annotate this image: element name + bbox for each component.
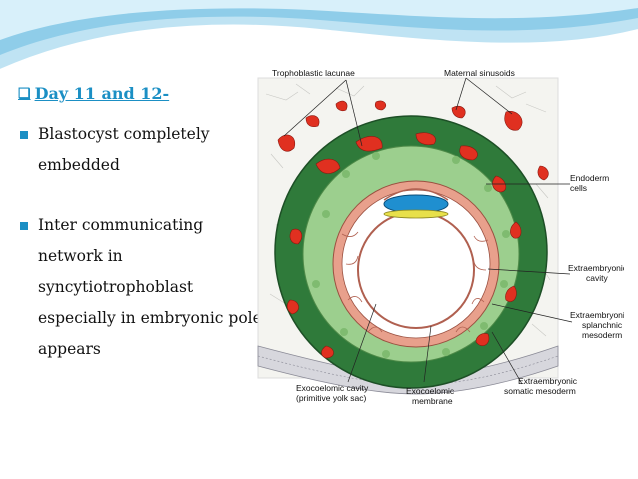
trophoblastic-lacunae xyxy=(286,132,522,359)
label-exocoelomic-cavity: Exocoelomic cavity xyxy=(296,383,369,393)
label-extraembryonic-cavity-2: cavity xyxy=(586,273,608,283)
label-leader-lines xyxy=(283,77,573,385)
bullet-text: Inter communicating network in syncytiot… xyxy=(38,216,262,358)
slide-text-column: ❑ Day 11 and 12- Blastocyst completely e… xyxy=(18,84,263,394)
heading-text: Day 11 and 12- xyxy=(34,84,170,103)
heading-bullet-icon: ❑ xyxy=(18,85,31,102)
label-exocoelomic-membrane: Exocoelomic xyxy=(406,386,455,396)
label-primitive-yolk-sac: (primitive yolk sac) xyxy=(296,393,367,403)
slide-heading: ❑ Day 11 and 12- xyxy=(18,84,263,103)
blastocyst-diagram: Trophoblastic lacunae Maternal sinusoids… xyxy=(257,68,624,406)
label-somatic-mesoderm: Extraembryonic xyxy=(518,376,578,386)
square-bullet-icon xyxy=(20,222,28,230)
label-splanchnic-mesoderm-3: mesoderm xyxy=(582,330,622,340)
header-wave-decoration xyxy=(0,0,638,71)
mesoderm-strands xyxy=(341,231,489,333)
amniotic-membrane xyxy=(383,188,449,201)
label-endoderm-cells-2: cells xyxy=(570,183,587,193)
label-exocoelomic-membrane-2: membrane xyxy=(412,396,453,406)
label-extraembryonic-cavity: Extraembryonic xyxy=(568,263,624,273)
exocoelomic-cavity xyxy=(357,211,475,329)
square-bullet-icon xyxy=(20,131,28,139)
label-maternal-sinusoids: Maternal sinusoids xyxy=(444,68,515,78)
label-endoderm-cells: Endoderm xyxy=(570,173,609,183)
maternal-sinusoids xyxy=(277,100,549,181)
label-splanchnic-mesoderm-2: splanchnic xyxy=(582,320,623,330)
bullet-item: Inter communicating network in syncytiot… xyxy=(18,210,263,365)
bullet-text: Blastocyst completely embedded xyxy=(38,125,210,174)
label-trophoblastic-lacunae: Trophoblastic lacunae xyxy=(272,68,355,78)
label-splanchnic-mesoderm: Extraembryonic xyxy=(570,310,624,320)
cytotrophoblast-texture xyxy=(312,152,510,358)
label-somatic-mesoderm-2: somatic mesoderm xyxy=(504,386,576,396)
hypoblast xyxy=(383,209,449,219)
bullet-item: Blastocyst completely embedded xyxy=(18,119,263,181)
